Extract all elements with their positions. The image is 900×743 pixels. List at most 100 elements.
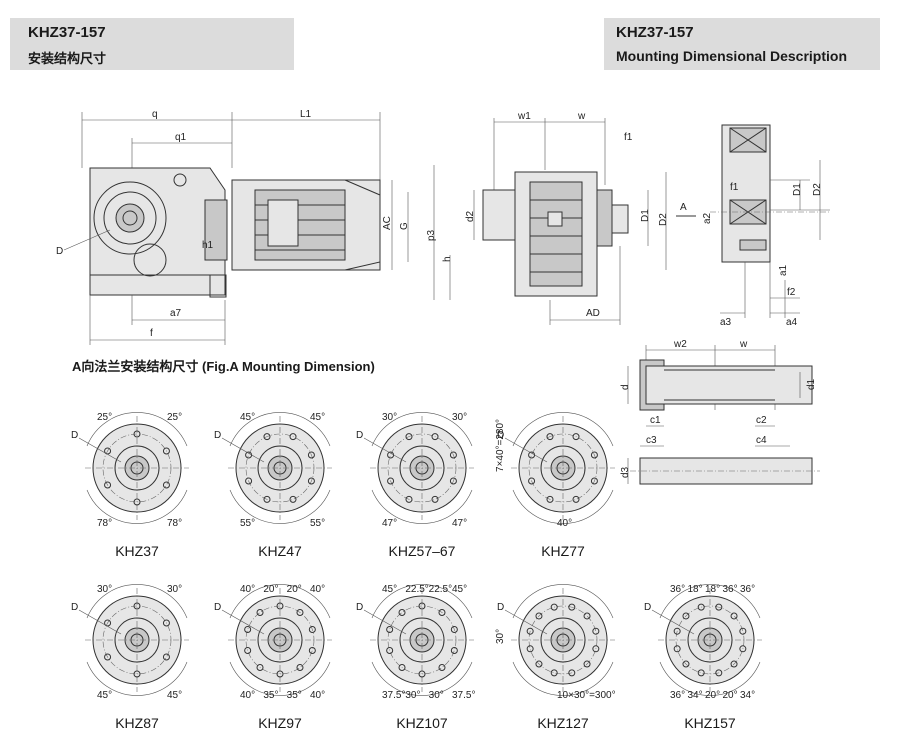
flange-D-leader <box>651 609 695 635</box>
flange-bolt-hole <box>730 612 738 620</box>
flange-model-caption: KHZ107 <box>396 715 448 731</box>
flange-bolt-hole <box>526 627 534 635</box>
flange-bolt-hole <box>405 495 413 503</box>
flange-D-leader <box>221 437 265 463</box>
flange-bolt-hole <box>550 603 558 611</box>
flange-angle-label: 37.5° <box>382 690 405 701</box>
shaft-view: w2 w d d1 c1 c2 c3 c4 d3 <box>620 339 820 485</box>
flange-bolt-hole <box>289 495 297 503</box>
flange-label-D: D <box>497 430 504 441</box>
flange-bolt-hole <box>449 451 457 459</box>
flange-angle-arc-top <box>371 412 473 447</box>
label-c3: c3 <box>646 435 657 446</box>
flange-bolt-hole <box>133 498 141 506</box>
flange-angle-label: 45° <box>452 584 467 595</box>
flange-bolt-hole <box>104 653 112 661</box>
flange-bolt-hole <box>398 608 406 616</box>
label-D1-front: D1 <box>640 209 651 222</box>
flange-angle-arc-top <box>659 584 761 619</box>
flange-bolt-hole <box>590 477 598 485</box>
flange-angle-label: 37.5° <box>452 690 475 701</box>
flange-angle-arc-bottom <box>659 661 761 696</box>
flange-bolt-hole <box>526 645 534 653</box>
flange-angle-label: 35° <box>287 690 302 701</box>
flange-label-D: D <box>214 430 221 441</box>
flange-khz157: D36°18°18°36°36°36°34°20°20°34°KHZ157 <box>644 584 762 731</box>
flange-angle-label: 30° <box>97 584 112 595</box>
flange-angle-label: 18° <box>705 584 720 595</box>
label-c2: c2 <box>756 415 767 426</box>
flange-angle-label: 40° <box>310 584 325 595</box>
label-G: G <box>399 222 410 230</box>
flange-angle-label: 45° <box>240 412 255 423</box>
flange-bolt-hole <box>697 603 705 611</box>
flange-model-caption: KHZ77 <box>541 543 585 559</box>
flange-angle-label: 34° <box>740 690 755 701</box>
label-f: f <box>150 328 153 339</box>
flange-angle-arc-top <box>371 584 473 619</box>
flange-angle-label: 30° <box>495 629 506 644</box>
flange-bolt-hole <box>715 669 723 677</box>
flange-angle-label: 7×40°=280° <box>495 419 506 472</box>
flange-model-caption: KHZ97 <box>258 715 302 731</box>
flange-bolt-hole <box>418 602 426 610</box>
flange-label-D: D <box>644 602 651 613</box>
label-p3: p3 <box>426 229 437 241</box>
label-d1: d1 <box>806 378 817 390</box>
flange-angle-label: 35° <box>263 690 278 701</box>
flange-bolt-hole <box>256 608 264 616</box>
flange-bolt-hole <box>673 627 681 635</box>
flange-angle-arc-top <box>512 584 614 619</box>
flange-angle-label: 45° <box>97 690 112 701</box>
flange-section-view: f1 D1 D2 a2 a1 f2 a3 a4 <box>702 124 830 328</box>
flange-angle-arc-bottom <box>86 489 188 524</box>
flange-angle-label: 36° <box>723 584 738 595</box>
flange-angle-label: 20° <box>287 584 302 595</box>
flange-angle-label: 25° <box>97 412 112 423</box>
label-AD: AD <box>586 308 600 319</box>
flange-bolt-hole <box>438 608 446 616</box>
header-left-subtitle: 安装结构尺寸 <box>28 51 107 66</box>
label-a3: a3 <box>720 317 732 328</box>
flange-angle-arc-bottom <box>512 489 614 524</box>
label-d2: d2 <box>465 210 476 222</box>
flange-angle-label: 22.5° <box>429 584 452 595</box>
flange-label-D: D <box>71 430 78 441</box>
flange-angle-label: 20° <box>723 690 738 701</box>
flange-bolt-hole <box>245 477 253 485</box>
flange-angle-arc-top <box>229 412 331 447</box>
label-D2-front: D2 <box>658 213 669 226</box>
label-w: w <box>577 111 586 122</box>
flange-angle-label: 40° <box>240 584 255 595</box>
header-right: KHZ37-157 Mounting Dimensional Descripti… <box>604 18 880 70</box>
label-a2: a2 <box>702 212 713 224</box>
flange-bolt-hole <box>133 430 141 438</box>
flange-D-leader <box>504 609 548 635</box>
label-D-side: D <box>56 246 63 257</box>
flange-bolt-hole <box>386 625 394 633</box>
label-a1: a1 <box>778 264 789 276</box>
flange-model-caption: KHZ37 <box>115 543 159 559</box>
flange-bolt-hole <box>682 660 690 668</box>
header-left-code: KHZ37-157 <box>28 24 106 41</box>
flange-khz37: D25°25°78°78°KHZ37 <box>71 412 189 559</box>
flange-bolt-hole <box>590 451 598 459</box>
label-a4: a4 <box>786 317 798 328</box>
flange-angle-label: 36° <box>740 584 755 595</box>
label-d3: d3 <box>620 466 631 478</box>
flange-bolt-hole <box>307 451 315 459</box>
flange-angle-label: 36° <box>670 690 685 701</box>
flange-bolt-hole <box>296 608 304 616</box>
flange-bolt-hole <box>276 602 284 610</box>
flange-angle-label: 47° <box>382 518 397 529</box>
flange-bolt-hole <box>592 645 600 653</box>
flange-angle-label: 30° <box>429 690 444 701</box>
label-w1: w1 <box>517 111 531 122</box>
flange-angle-label: 34° <box>688 690 703 701</box>
flange-bolt-hole <box>673 645 681 653</box>
flange-angle-label: 45° <box>382 584 397 595</box>
flange-bolt-hole <box>162 481 170 489</box>
flange-bolt-hole <box>256 664 264 672</box>
label-A: A <box>680 202 687 213</box>
label-q1: q1 <box>175 132 187 143</box>
